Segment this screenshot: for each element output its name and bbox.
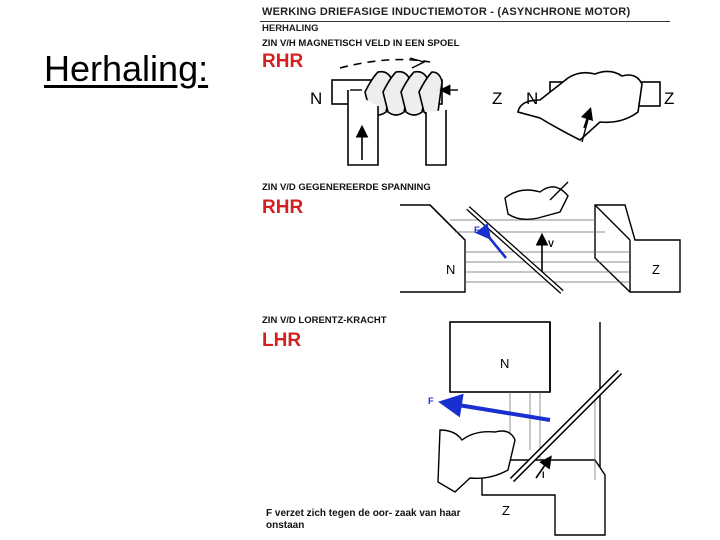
generator-figure xyxy=(400,181,681,294)
generator-pole-n: N xyxy=(446,262,455,277)
title-underline xyxy=(260,21,670,22)
section-3-heading: ZIN V/D LORENTZ-KRACHT xyxy=(262,315,387,326)
label-f: F xyxy=(428,396,434,406)
slide-title: Herhaling: xyxy=(44,48,209,89)
section-1-heading: ZIN V/H MAGNETISCH VELD IN EEN SPOEL xyxy=(262,38,460,49)
document-title: WERKING DRIEFASIGE INDUCTIEMOTOR - (ASYN… xyxy=(262,6,631,18)
label-i: I xyxy=(542,470,545,480)
section-2-heading: ZIN V/D GEGENEREERDE SPANNING xyxy=(262,182,431,193)
coil-figure xyxy=(331,57,458,166)
right-hand-coil-figure xyxy=(517,70,661,143)
motor-diagram-panel: WERKING DRIEFASIGE INDUCTIEMOTOR - (ASYN… xyxy=(250,0,720,540)
section-1-rule-label: RHR xyxy=(262,51,304,72)
section-3-note: F verzet zich tegen de oor- zaak van haa… xyxy=(266,508,461,531)
lorentz-pole-z: Z xyxy=(502,503,510,518)
coil-pole-n: N xyxy=(310,89,322,108)
label-v: V xyxy=(548,239,554,249)
label-e: E xyxy=(474,225,480,235)
document-subtitle: HERHALING xyxy=(262,23,319,34)
section-2-rule-label: RHR xyxy=(262,197,304,218)
hand-pole-z: Z xyxy=(664,89,674,108)
section-3-rule-label: LHR xyxy=(262,330,302,351)
diagram-svg: N Z N Z E xyxy=(310,57,681,536)
lorentz-pole-n: N xyxy=(500,356,509,371)
coil-pole-z: Z xyxy=(492,89,502,108)
lorentz-figure xyxy=(437,321,623,536)
hand-pole-n: N xyxy=(526,89,538,108)
generator-pole-z: Z xyxy=(652,262,660,277)
